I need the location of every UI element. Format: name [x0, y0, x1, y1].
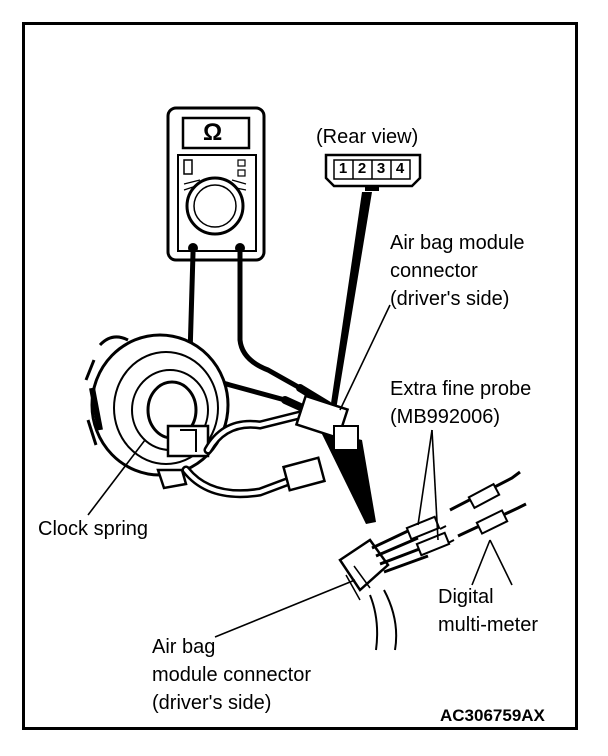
rear-view-callout-wedge: [330, 192, 372, 410]
leader-lines: [87, 304, 513, 638]
figure-frame: [22, 22, 578, 730]
rear-view-label: (Rear view): [316, 126, 419, 148]
multimeter-probes: [439, 470, 527, 544]
pin-1: 1: [338, 160, 348, 177]
rear-view-connector: [324, 153, 422, 191]
pin-4: 4: [395, 160, 405, 177]
pin-2: 2: [357, 160, 367, 177]
ohm-symbol: Ω: [203, 119, 223, 146]
probe-callout-wedge: [320, 430, 376, 524]
clock-spring-label: Clock spring: [38, 518, 149, 540]
pin-3: 3: [376, 160, 386, 177]
clock-spring: [84, 333, 230, 490]
bottom-connector: [338, 515, 451, 651]
figure-code: AC306759AX: [440, 706, 545, 725]
clock-spring-harness: [181, 394, 359, 499]
multimeter: [166, 106, 266, 262]
